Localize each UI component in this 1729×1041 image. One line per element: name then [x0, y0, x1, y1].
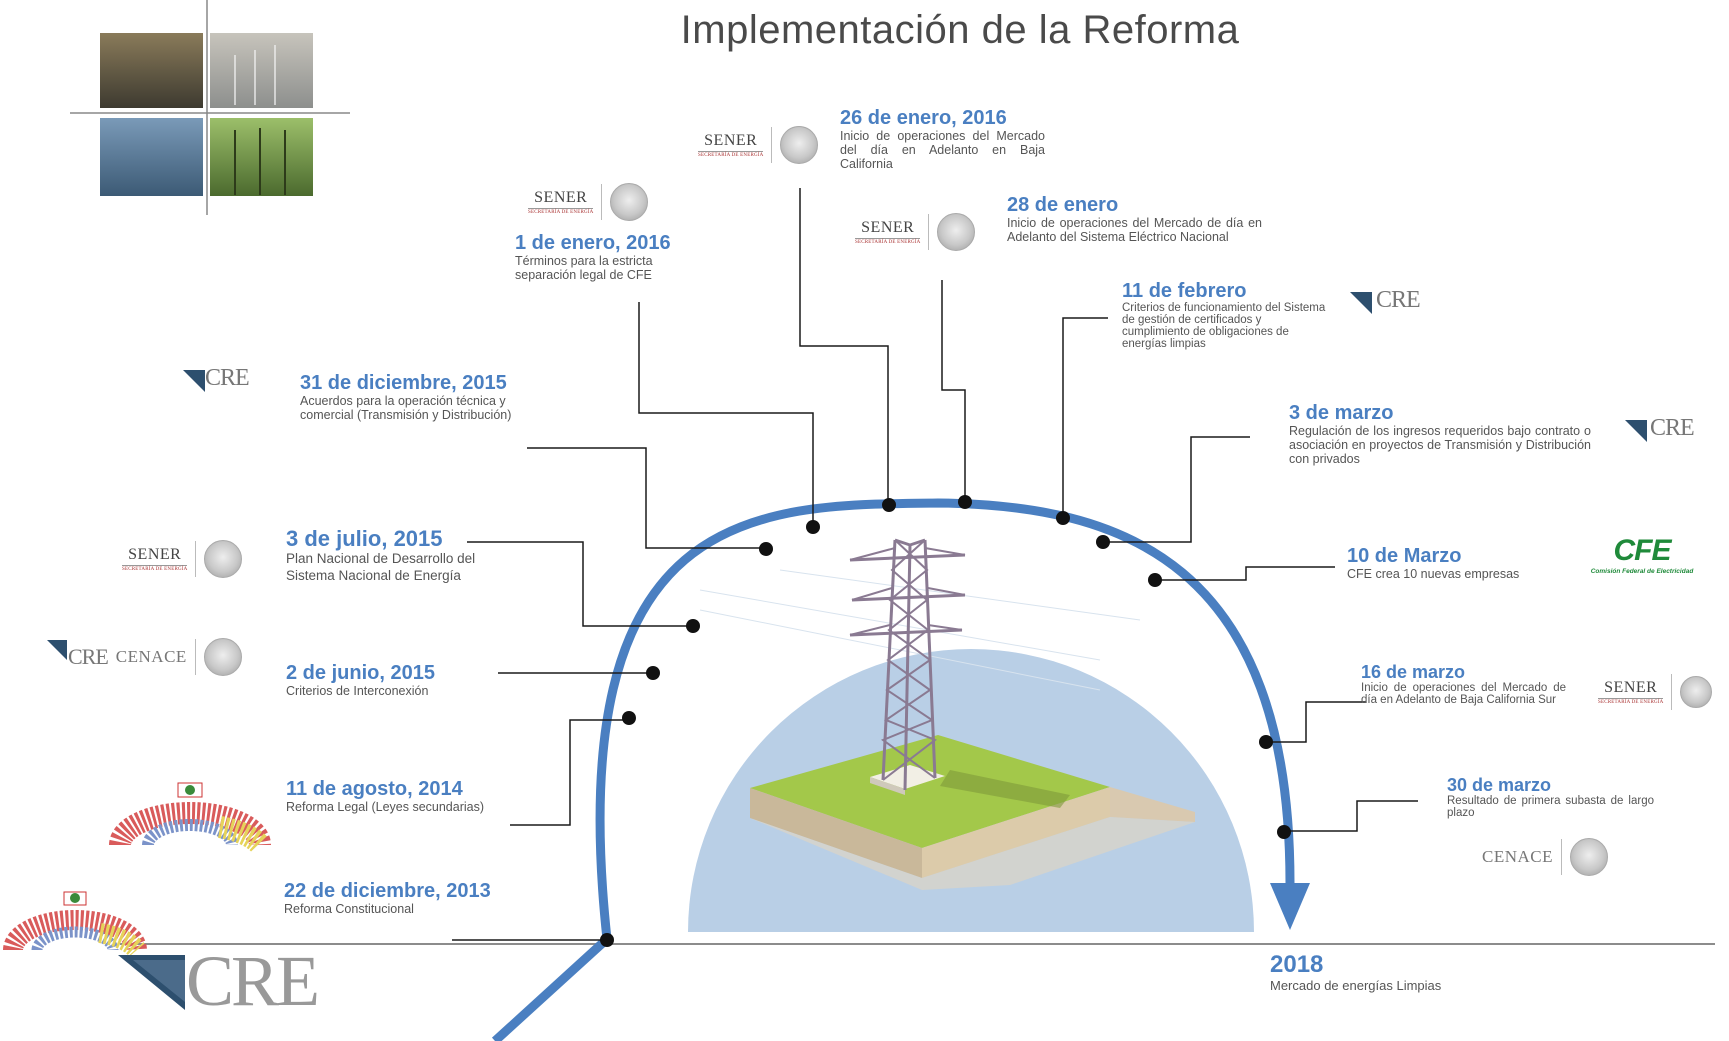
mexico-seal-icon [204, 540, 243, 578]
event-date: 16 de marzo [1361, 662, 1466, 682]
event-dot [1259, 735, 1273, 749]
cre-logo: CRE [205, 365, 250, 391]
cenace-logo: CENACE [1482, 838, 1608, 876]
event-date: 1 de enero, 2016 [515, 232, 671, 254]
event-date: 11 de agosto, 2014 [286, 778, 463, 800]
timeline-tail [491, 935, 611, 1041]
event-desc: Criterios de Interconexión [286, 684, 429, 698]
event-desc: Inicio de operaciones del Mercado de día… [1361, 682, 1566, 706]
event-desc: Plan Nacional de Desarrollo del Sistema … [286, 551, 476, 583]
event-2016-02-11: 11 de febrero Criterios de funcionamient… [1122, 280, 1330, 350]
event-dot [646, 666, 660, 680]
arrow-head [1270, 883, 1310, 930]
event-dot [1277, 825, 1291, 839]
event-desc: Términos para la estricta separación leg… [515, 254, 653, 282]
event-dot [686, 619, 700, 633]
mexico-seal-icon [1570, 838, 1608, 876]
event-2014-08-11: 11 de agosto, 2014 Reforma Legal (Leyes … [286, 778, 526, 814]
event-date: 2 de junio, 2015 [286, 662, 435, 684]
event-2015-12-31: 31 de diciembre, 2015 Acuerdos para la o… [300, 372, 550, 422]
mexico-seal-icon [780, 126, 819, 164]
event-2018: 2018 Mercado de energías Limpias [1270, 951, 1510, 993]
mexico-seal-icon [203, 638, 242, 676]
event-dot [600, 933, 614, 947]
cre-logo-large: CRE [186, 941, 320, 1021]
timeline-arc [595, 498, 1295, 940]
event-date: 11 de febrero [1122, 280, 1247, 302]
event-dot [1096, 535, 1110, 549]
connectors [452, 188, 1418, 941]
event-dot [958, 495, 972, 509]
event-2016-01-01: 1 de enero, 2016 Términos para la estric… [515, 232, 705, 282]
event-date: 3 de marzo [1289, 402, 1394, 424]
event-desc: Mercado de energías Limpias [1270, 978, 1442, 993]
event-date: 30 de marzo [1447, 775, 1552, 795]
energy-photo-collage [70, 0, 350, 215]
cre-logo: CRE [1376, 287, 1421, 313]
event-desc: Acuerdos para la operación técnica y com… [300, 394, 512, 422]
mexico-seal-icon [1680, 676, 1713, 708]
mexico-seal-icon [937, 213, 976, 251]
event-date: 22 de diciembre, 2013 [284, 880, 491, 902]
event-2016-01-28: 28 de enero Inicio de operaciones del Me… [1007, 194, 1262, 244]
event-dot [622, 711, 636, 725]
event-desc: Inicio de operaciones del Mercado de día… [1007, 216, 1262, 244]
event-desc: Inicio de operaciones del Mercado del dí… [840, 129, 1045, 171]
event-2016-03-16: 16 de marzo Inicio de operaciones del Me… [1361, 662, 1566, 706]
cre-chevron-icon [47, 292, 1647, 660]
event-desc: Criterios de funcionamiento del Sistema … [1122, 302, 1326, 350]
event-date: 2018 [1270, 951, 1324, 978]
event-date: 26 de enero, 2016 [840, 107, 1007, 129]
ground-block [750, 735, 1195, 890]
event-date: 3 de julio, 2015 [286, 526, 443, 551]
event-desc: Regulación de los ingresos requeridos ba… [1289, 424, 1591, 466]
cre-big-chevron-icon [118, 955, 185, 1010]
event-date: 31 de diciembre, 2015 [300, 372, 507, 394]
event-2013-12-22: 22 de diciembre, 2013 Reforma Constituci… [284, 880, 584, 916]
event-dot [759, 542, 773, 556]
congress-icon [109, 782, 271, 853]
event-2016-03-10: 10 de Marzo CFE crea 10 nuevas empresas [1347, 545, 1547, 581]
event-dot [1056, 511, 1070, 525]
event-desc: CFE crea 10 nuevas empresas [1347, 567, 1520, 581]
event-2015-07-03: 3 de julio, 2015 Plan Nacional de Desarr… [286, 528, 516, 584]
event-date: 28 de enero [1007, 194, 1119, 216]
event-2016-03-03: 3 de marzo Regulación de los ingresos re… [1289, 402, 1591, 466]
event-dot [882, 498, 896, 512]
page-title: Implementación de la Reforma [680, 8, 1240, 52]
event-desc: Reforma Constitucional [284, 902, 414, 916]
cre-cenace-logos: CRE CENACE [68, 638, 242, 676]
event-dot [1148, 573, 1162, 587]
event-dot [806, 520, 820, 534]
mexico-seal-icon [610, 183, 649, 221]
congress-icon [3, 891, 147, 957]
event-desc: Reforma Legal (Leyes secundarias) [286, 800, 485, 814]
cfe-logo: CFE Comisión Federal de Electricidad [1590, 534, 1694, 575]
timeline-dots [600, 495, 1291, 947]
transmission-tower [849, 538, 966, 791]
event-desc: Resultado de primera subasta de largo pl… [1447, 795, 1654, 819]
event-2016-01-26: 26 de enero, 2016 Inicio de operaciones … [840, 107, 1045, 171]
cre-logo: CRE [1650, 415, 1695, 441]
event-2016-03-30: 30 de marzo Resultado de primera subasta… [1447, 775, 1654, 819]
event-date: 10 de Marzo [1347, 545, 1462, 567]
event-2015-06-02: 2 de junio, 2015 Criterios de Interconex… [286, 662, 506, 698]
